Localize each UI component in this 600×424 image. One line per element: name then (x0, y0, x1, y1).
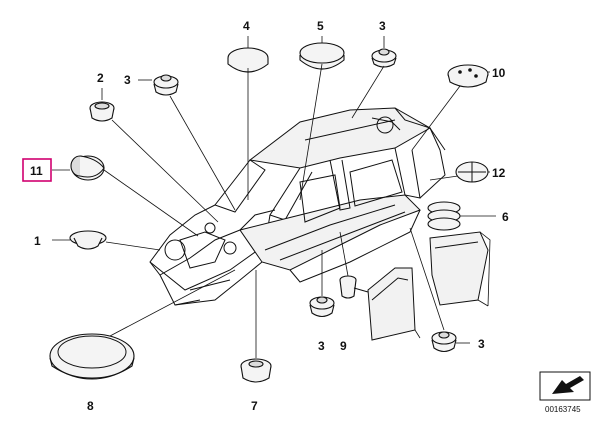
callout-12[interactable]: 12 (492, 166, 506, 180)
part-7-grommet[interactable] (240, 358, 272, 383)
callout-11-highlight (22, 158, 52, 182)
callout-3-right[interactable]: 3 (478, 337, 485, 351)
callout-labels: 4 5 3 2 3 10 11 12 6 1 3 9 3 8 7 (22, 19, 509, 413)
part-3-grommet-top[interactable] (371, 48, 397, 68)
reference-number: 00163745 (545, 405, 581, 414)
part-3-grommet-left[interactable] (153, 74, 179, 96)
part-2-grommet[interactable] (89, 101, 115, 122)
part-doors (367, 231, 489, 341)
part-3-grommet-center[interactable] (309, 296, 335, 318)
callout-1[interactable]: 1 (34, 234, 41, 248)
car-body-shell (149, 107, 446, 306)
callout-2[interactable]: 2 (97, 71, 104, 85)
callout-4[interactable]: 4 (243, 19, 250, 33)
callout-7[interactable]: 7 (251, 399, 258, 413)
callout-5[interactable]: 5 (317, 19, 324, 33)
part-12-cap[interactable] (455, 161, 489, 183)
leader-lines (52, 36, 496, 358)
callout-8[interactable]: 8 (87, 399, 94, 413)
part-9-grommet[interactable] (339, 275, 369, 299)
callout-3-left[interactable]: 3 (124, 73, 131, 87)
part-8-cover[interactable] (49, 333, 135, 380)
part-11-grommet[interactable] (70, 155, 105, 181)
callout-9[interactable]: 9 (340, 339, 347, 353)
part-4-plug[interactable] (227, 47, 269, 73)
part-3-grommet-right[interactable] (431, 331, 457, 353)
part-1-plug[interactable] (69, 230, 107, 250)
part-10-cap[interactable] (447, 64, 489, 88)
part-6-seal[interactable] (427, 201, 461, 231)
callout-10[interactable]: 10 (492, 66, 506, 80)
callout-11[interactable]: 11 (30, 164, 43, 178)
callout-3-center[interactable]: 3 (318, 339, 325, 353)
callout-3-top[interactable]: 3 (379, 19, 386, 33)
arrow-icon (539, 371, 591, 401)
callout-6[interactable]: 6 (502, 210, 509, 224)
part-5-plug[interactable] (299, 42, 345, 70)
